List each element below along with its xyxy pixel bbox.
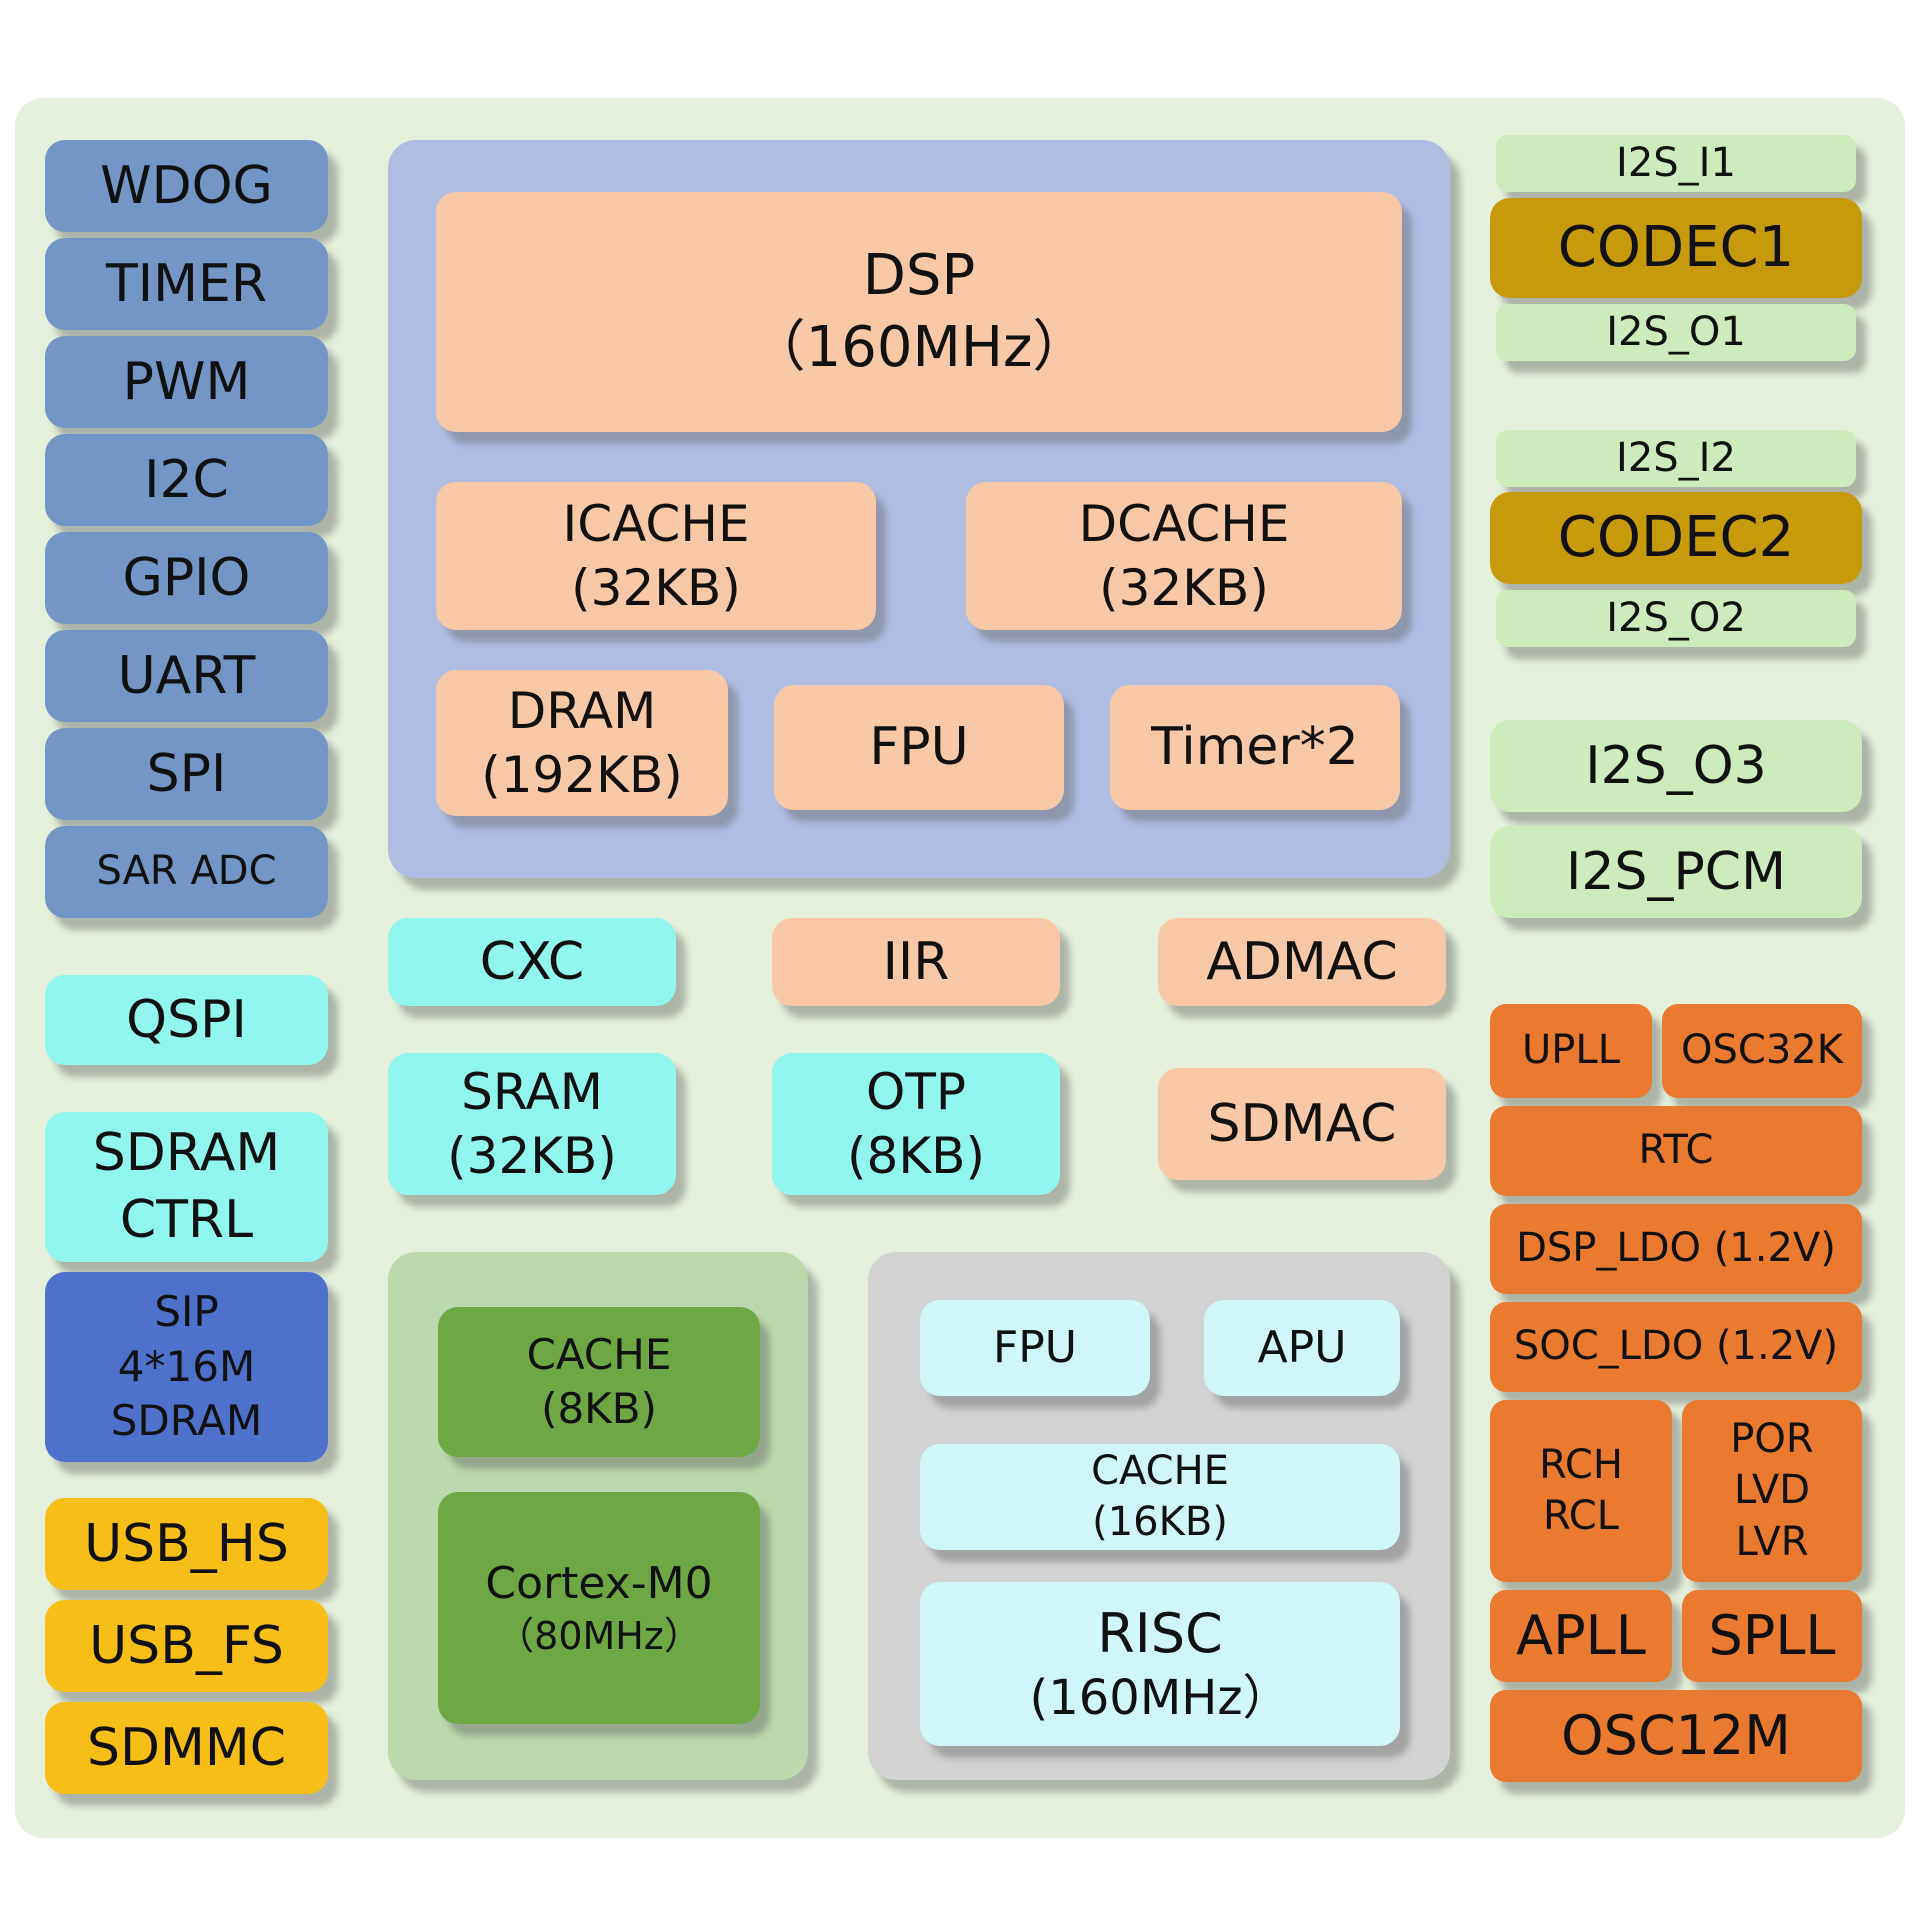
label-line: Cortex-M0 bbox=[485, 1557, 713, 1609]
label-line: OTP bbox=[865, 1063, 967, 1121]
label-line: （80MHz） bbox=[496, 1613, 702, 1658]
dsp-cluster-container: DSP （160MHz） ICACHE (32KB) DCACHE (32KB)… bbox=[388, 140, 1450, 878]
mcu-cluster-container: CACHE (8KB) Cortex-M0 （80MHz） bbox=[388, 1252, 808, 1780]
label-line: （160MHz） bbox=[749, 315, 1089, 380]
label-line: (32KB) bbox=[447, 1127, 617, 1185]
label-line: (160MHz） bbox=[1029, 1669, 1291, 1726]
label-line: DRAM bbox=[507, 682, 657, 740]
block-dcache: DCACHE (32KB) bbox=[966, 482, 1402, 630]
label-line: SIP bbox=[154, 1287, 219, 1337]
risc-cluster-container: FPU APU CACHE (16KB) RISC (160MHz） bbox=[868, 1252, 1450, 1780]
block-usb-hs: USB_HS bbox=[45, 1498, 328, 1590]
block-sdmmc: SDMMC bbox=[45, 1702, 328, 1794]
label-line: RCH bbox=[1539, 1441, 1623, 1488]
block-cortex-m0: Cortex-M0 （80MHz） bbox=[438, 1492, 760, 1724]
block-otp: OTP (8KB) bbox=[772, 1053, 1060, 1195]
block-risc-cache: CACHE (16KB) bbox=[920, 1444, 1400, 1550]
label-line: RCL bbox=[1542, 1493, 1619, 1539]
block-gpio: GPIO bbox=[45, 532, 328, 624]
block-upll: UPLL bbox=[1490, 1004, 1652, 1098]
label-line: SDRAM bbox=[110, 1396, 263, 1446]
label-line: (192KB) bbox=[481, 746, 683, 804]
block-osc12m: OSC12M bbox=[1490, 1690, 1862, 1782]
block-timer-x2: Timer*2 bbox=[1110, 685, 1400, 810]
block-i2s-o2: I2S_O2 bbox=[1496, 590, 1856, 647]
label-line: DSP bbox=[862, 243, 976, 309]
block-osc32k: OSC32K bbox=[1662, 1004, 1862, 1098]
block-spi: SPI bbox=[45, 728, 328, 820]
block-rch-rcl: RCH RCL bbox=[1490, 1400, 1672, 1582]
block-risc-apu: APU bbox=[1204, 1300, 1400, 1396]
label-line: CTRL bbox=[119, 1190, 254, 1250]
block-i2s-i1: I2S_I1 bbox=[1496, 135, 1856, 192]
block-apll: APLL bbox=[1490, 1590, 1672, 1682]
block-mcu-cache: CACHE (8KB) bbox=[438, 1307, 760, 1457]
label-line: (8KB) bbox=[541, 1384, 657, 1433]
label-line: CACHE bbox=[526, 1330, 672, 1380]
label-line: RISC bbox=[1097, 1601, 1223, 1665]
block-qspi: QSPI bbox=[45, 975, 328, 1065]
block-pwm: PWM bbox=[45, 336, 328, 428]
block-codec1: CODEC1 bbox=[1490, 198, 1862, 298]
block-codec2: CODEC2 bbox=[1490, 492, 1862, 584]
block-dsp-fpu: FPU bbox=[774, 685, 1064, 810]
block-risc-core: RISC (160MHz） bbox=[920, 1582, 1400, 1746]
label-line: (32KB) bbox=[571, 559, 741, 617]
block-admac: ADMAC bbox=[1158, 918, 1446, 1006]
label-line: SDRAM bbox=[92, 1123, 281, 1184]
label-line: DCACHE bbox=[1078, 495, 1290, 553]
label-line: (32KB) bbox=[1099, 559, 1269, 617]
block-rtc: RTC bbox=[1490, 1106, 1862, 1196]
block-i2s-o1: I2S_O1 bbox=[1496, 304, 1856, 361]
label-line: POR bbox=[1730, 1416, 1814, 1463]
block-spll: SPLL bbox=[1682, 1590, 1862, 1682]
label-line: LVD bbox=[1733, 1467, 1811, 1514]
block-dsp-core: DSP （160MHz） bbox=[436, 192, 1402, 432]
block-usb-fs: USB_FS bbox=[45, 1600, 328, 1692]
block-soc-ldo: SOC_LDO (1.2V) bbox=[1490, 1302, 1862, 1392]
block-sram: SRAM (32KB) bbox=[388, 1053, 676, 1195]
block-timer: TIMER bbox=[45, 238, 328, 330]
block-i2s-o3: I2S_O3 bbox=[1490, 720, 1862, 812]
block-i2s-pcm: I2S_PCM bbox=[1490, 826, 1862, 918]
block-sdmac: SDMAC bbox=[1158, 1068, 1446, 1180]
label-line: ICACHE bbox=[562, 495, 750, 553]
block-wdog: WDOG bbox=[45, 140, 328, 232]
block-sdram-ctrl: SDRAM CTRL bbox=[45, 1112, 328, 1262]
block-dsp-ldo: DSP_LDO (1.2V) bbox=[1490, 1204, 1862, 1294]
block-dram: DRAM (192KB) bbox=[436, 670, 728, 816]
label-line: SRAM bbox=[461, 1063, 603, 1121]
block-i2c: I2C bbox=[45, 434, 328, 526]
block-sar-adc: SAR ADC bbox=[45, 826, 328, 918]
block-cxc: CXC bbox=[388, 918, 676, 1006]
block-i2s-i2: I2S_I2 bbox=[1496, 430, 1856, 487]
block-iir: IIR bbox=[772, 918, 1060, 1006]
label-line: 4*16M bbox=[117, 1341, 256, 1391]
label-line: CACHE bbox=[1091, 1447, 1229, 1494]
block-sip-sdram: SIP 4*16M SDRAM bbox=[45, 1272, 328, 1462]
label-line: (8KB) bbox=[847, 1127, 985, 1185]
block-icache: ICACHE (32KB) bbox=[436, 482, 876, 630]
label-line: LVR bbox=[1735, 1518, 1809, 1565]
label-line: (16KB) bbox=[1092, 1499, 1228, 1545]
block-risc-fpu: FPU bbox=[920, 1300, 1150, 1396]
block-uart: UART bbox=[45, 630, 328, 722]
block-por-lvd-lvr: POR LVD LVR bbox=[1682, 1400, 1862, 1582]
